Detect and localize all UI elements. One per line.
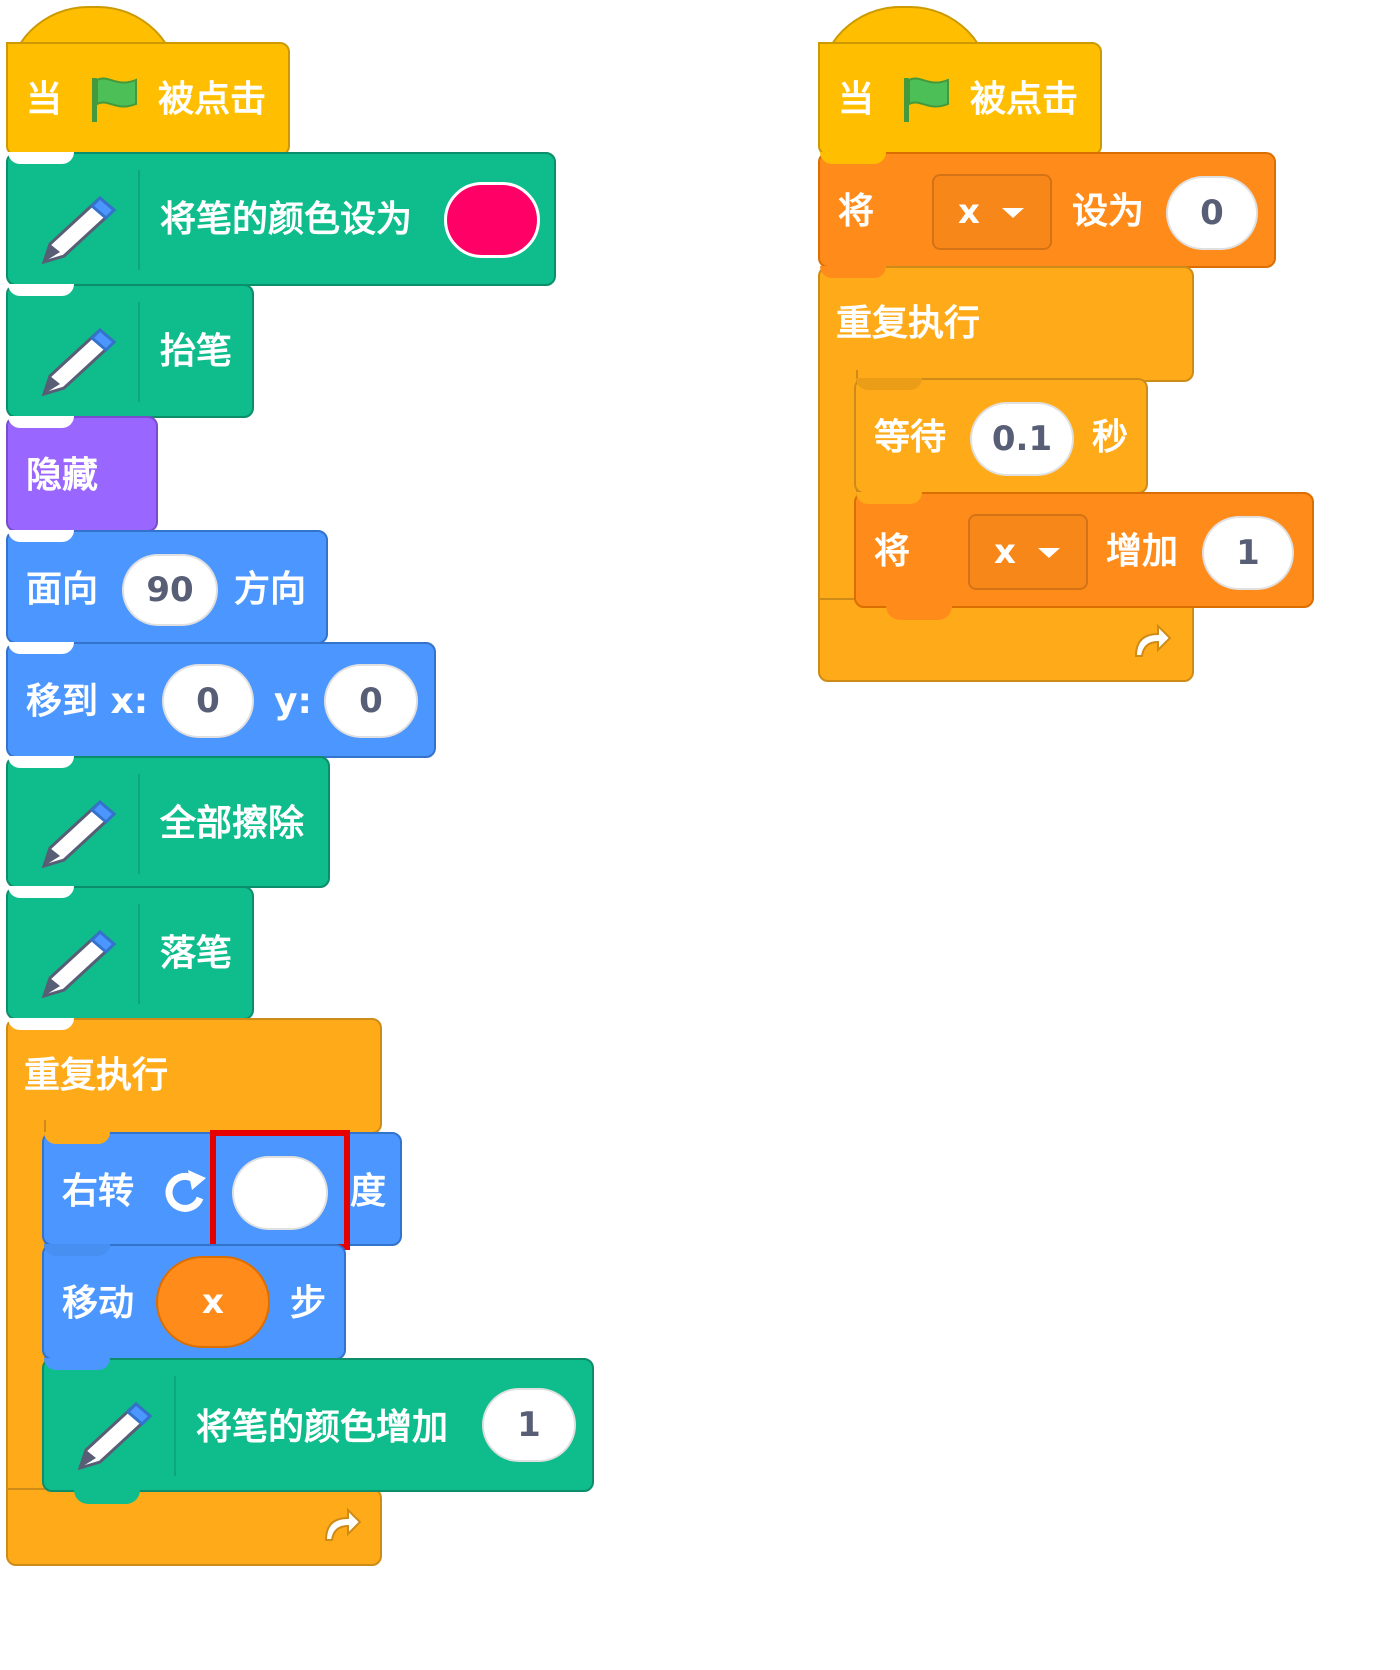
turn-right-block[interactable]: 右转 度 xyxy=(42,1132,402,1258)
hat-when-text: 当 xyxy=(838,79,875,120)
pen-icon xyxy=(41,929,117,999)
pen-icon xyxy=(41,799,117,869)
forever-bottom-arm xyxy=(6,1488,382,1566)
wait-label: 等待 xyxy=(874,417,947,458)
forever-bottom-arm xyxy=(818,598,1194,682)
pen-icon xyxy=(41,195,117,265)
move-suffix: 步 xyxy=(290,1283,327,1324)
when-flag-clicked-block[interactable]: 当 被点击 xyxy=(6,42,290,168)
erase-all-label: 全部擦除 xyxy=(160,803,305,844)
forever-side xyxy=(6,1120,46,1500)
move-label: 移动 xyxy=(62,1283,135,1324)
loop-arrow-icon xyxy=(324,1507,362,1541)
set-var-value-input[interactable]: 0 xyxy=(1166,176,1258,250)
point-direction-label: 面向 xyxy=(26,569,99,610)
pen-up-block[interactable]: 抬笔 xyxy=(6,284,254,430)
goto-y-label: y: xyxy=(274,681,312,722)
turn-right-label: 右转 xyxy=(62,1171,135,1212)
change-var-value-input[interactable]: 1 xyxy=(1202,516,1294,590)
set-variable-block[interactable]: 将 x 设为 0 xyxy=(818,152,1276,280)
loop-arrow-icon xyxy=(1134,623,1172,657)
change-var-by-label: 增加 xyxy=(1106,531,1179,572)
variable-dropdown[interactable]: x xyxy=(968,514,1088,590)
hide-block[interactable]: 隐藏 xyxy=(6,416,158,544)
wait-block[interactable]: 等待 0.1 秒 xyxy=(854,378,1148,506)
pen-color-swatch[interactable] xyxy=(444,182,540,258)
set-pen-color-block[interactable]: 将笔的颜色设为 xyxy=(6,152,556,298)
forever-label: 重复执行 xyxy=(836,303,981,344)
change-var-label: 将 xyxy=(874,531,911,572)
rotate-clockwise-icon xyxy=(165,1170,206,1212)
wait-seconds-input[interactable]: 0.1 xyxy=(970,402,1074,476)
variable-dropdown-value: x xyxy=(958,192,980,232)
change-pen-color-block[interactable]: 将笔的颜色增加 1 xyxy=(42,1358,594,1504)
move-steps-block[interactable]: 移动 x 步 xyxy=(42,1244,346,1372)
highlight-box xyxy=(210,1130,350,1250)
direction-input[interactable]: 90 xyxy=(122,554,218,626)
degrees-input[interactable] xyxy=(232,1156,328,1230)
forever-label: 重复执行 xyxy=(24,1055,169,1096)
set-pen-color-label: 将笔的颜色设为 xyxy=(160,199,413,240)
goto-x-label: 移到 x: xyxy=(26,681,149,722)
green-flag-icon xyxy=(904,77,949,122)
turn-right-suffix: 度 xyxy=(350,1171,387,1212)
pen-down-label: 落笔 xyxy=(160,933,233,974)
pen-icon xyxy=(41,327,117,397)
hat-clicked-text: 被点击 xyxy=(970,79,1079,120)
when-flag-clicked-block[interactable]: 当 被点击 xyxy=(818,42,1102,168)
pen-up-label: 抬笔 xyxy=(160,331,233,372)
set-var-label: 将 xyxy=(838,191,875,232)
pen-color-change-input[interactable]: 1 xyxy=(482,1388,576,1462)
erase-all-block[interactable]: 全部擦除 xyxy=(6,756,330,900)
variable-dropdown-value: x xyxy=(994,532,1016,572)
chevron-down-icon xyxy=(1002,208,1024,218)
forever-side xyxy=(818,370,858,606)
point-direction-suffix: 方向 xyxy=(234,569,307,610)
change-variable-block[interactable]: 将 x 增加 1 xyxy=(854,492,1314,620)
set-var-to-label: 设为 xyxy=(1072,191,1145,232)
hat-clicked-text: 被点击 xyxy=(158,79,267,120)
go-to-xy-block[interactable]: 移到 x: 0 y: 0 xyxy=(6,642,436,770)
wait-suffix: 秒 xyxy=(1092,417,1129,458)
pen-down-block[interactable]: 落笔 xyxy=(6,886,254,1032)
chevron-down-icon xyxy=(1038,548,1060,558)
variable-dropdown[interactable]: x xyxy=(932,174,1052,250)
hat-when-text: 当 xyxy=(26,79,63,120)
forever-top-arm xyxy=(818,266,1194,382)
point-in-direction-block[interactable]: 面向 90 方向 xyxy=(6,530,328,656)
green-flag-icon xyxy=(92,77,137,122)
y-input[interactable]: 0 xyxy=(324,664,418,738)
x-variable-reporter[interactable]: x xyxy=(156,1256,270,1348)
x-input[interactable]: 0 xyxy=(162,664,254,738)
change-pen-color-label: 将笔的颜色增加 xyxy=(196,1407,449,1448)
hide-label: 隐藏 xyxy=(26,455,99,496)
pen-icon xyxy=(77,1401,153,1471)
